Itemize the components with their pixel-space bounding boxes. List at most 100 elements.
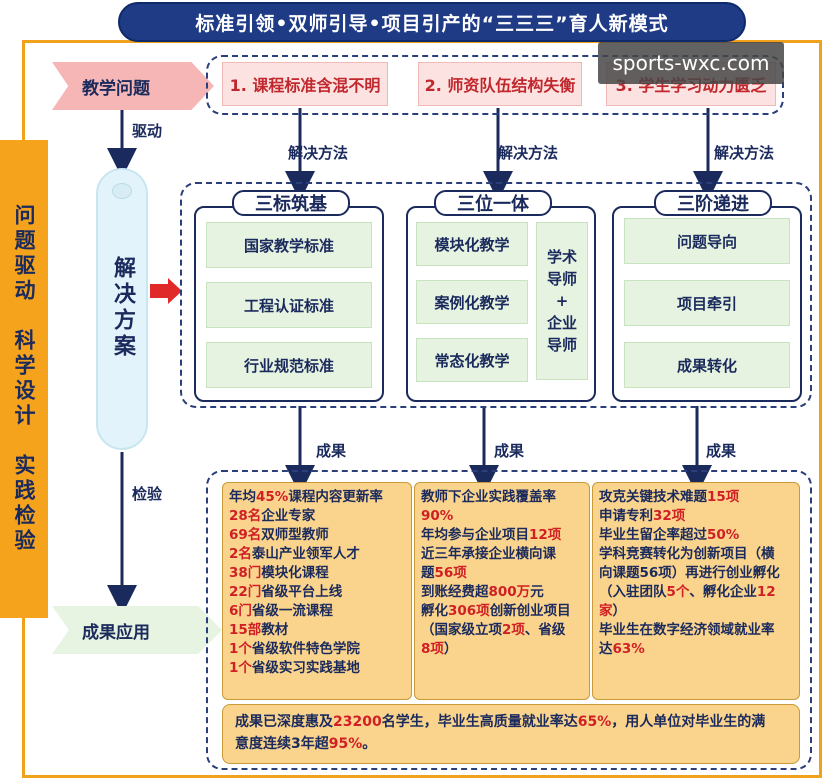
result-text: 15部 [229,622,262,638]
item-dual-mentor: 学术导师+企业导师 [536,222,588,380]
application-tag: 成果应用 [52,606,222,654]
panel-standards-title: 三标筑基 [232,190,350,216]
solutions-dashed-box [180,182,812,408]
result-text: 申请专利 [599,508,653,524]
result-line: 达63% [599,640,793,659]
result-text: 1个 [229,641,252,657]
result-text: 课程内容更新率 [288,489,383,505]
result-summary: 成果已深度惠及23200名学生，毕业生高质量就业率达65%，用人单位对毕业生的满… [222,704,800,764]
result-line: 38门模块化课程 [229,564,405,583]
item-problem-oriented: 问题导向 [624,218,790,264]
result-line: 毕业生留企率超过50% [599,526,793,545]
drive-label: 驱动 [132,122,163,140]
result-text: 年均 [229,489,256,505]
result-label-3: 成果 [706,442,737,460]
result-text: 22门 [229,584,262,600]
result-text: 企业专家 [261,508,316,524]
result-text: 2项 [502,622,525,638]
result-text: 2名 [229,546,252,562]
result-text: 省级实习实践基地 [251,660,360,676]
result-text: 向课题56项）再进行创业孵化 [599,565,780,581]
page-title: 标准引领•双师引导•项目引产的“三三三”育人新模式 [118,2,746,42]
result-line: 毕业生在数字经济领域就业率 [599,621,793,640]
result-label-2: 成果 [494,442,525,460]
problem-2: 2. 师资队伍结构失衡 [418,62,582,106]
application-tag-label: 成果应用 [82,622,150,643]
result-line: （入驻团队5个、孵化企业12 [599,583,793,602]
result-text: ，用人单位对毕业生的满 [611,714,766,730]
method-label-2: 解决方法 [498,144,559,162]
result-text: 8项 [421,641,444,657]
side-label-char [9,429,39,454]
item-project-driven: 项目牵引 [624,280,790,326]
result-text: 90% [421,508,454,524]
result-text: （国家级立项 [421,622,502,638]
result-text: 省级平台上线 [261,584,343,600]
side-label-char: 问 [12,204,36,229]
result-text: 孵化 [421,603,448,619]
panel-integration-title: 三位一体 [434,190,552,216]
side-label-char: 检 [12,504,36,529]
item-achievement-transfer: 成果转化 [624,342,790,388]
result-line: 向课题56项）再进行创业孵化 [599,564,793,583]
side-label-char: 题 [12,229,36,254]
result-line: 题56项 [421,564,583,583]
results-dashed-box [206,470,812,770]
side-label-char: 验 [12,529,36,554]
side-label-char: 践 [12,479,36,504]
result-line: 攻克关键技术难题15项 [599,488,793,507]
item-modular: 模块化教学 [416,222,528,266]
result-text: 双师型教师 [261,527,329,543]
result-line: 8项） [421,640,583,659]
result-line: 15部教材 [229,621,405,640]
result-text: （入驻团队 [599,584,667,600]
result-text: 32项 [653,508,686,524]
solution-label: 解决方案 [110,256,135,360]
result-text: 65% [577,714,612,730]
result-column-3: 攻克关键技术难题15项申请专利32项毕业生留企率超过50%学科竞赛转化为创新项目… [592,482,800,700]
problem-tag-label: 教学问题 [82,78,150,99]
result-text: 教材 [261,622,289,638]
result-text: 毕业生留企率超过 [599,527,707,543]
result-text: 学科竞赛转化为创新项目（横 [599,546,775,562]
result-line: 成果已深度惠及23200名学生，毕业生高质量就业率达65%，用人单位对毕业生的满 [235,711,787,733]
result-text: 意度连续3年超 [235,736,329,752]
result-text: 56项 [434,565,467,581]
problems-dashed-box [206,55,784,115]
result-text: 题 [421,565,435,581]
check-label: 检验 [132,485,163,503]
result-text: 元 [530,584,544,600]
result-text: 创新创业项目 [489,603,571,619]
result-line: 2名泰山产业领军人才 [229,545,405,564]
result-text: 1个 [229,660,252,676]
result-line: 22门省级平台上线 [229,583,405,602]
result-line: 28名企业专家 [229,507,405,526]
side-label-char: 驱 [12,254,36,279]
side-label-char: 学 [12,354,36,379]
result-text: 306项 [448,603,490,619]
result-text: 63% [612,641,645,657]
solution-pill [96,168,148,450]
result-text: 近三年承接企业横向课 [421,546,556,562]
result-line: （国家级立项2项、省级 [421,621,583,640]
result-text: 15项 [707,489,740,505]
dual-mentor-line: + [555,292,569,310]
method-label-1: 解决方法 [288,144,349,162]
result-text: 成果已深度惠及 [235,714,333,730]
result-text: 、孵化企业 [689,584,757,600]
result-text: 攻克关键技术难题 [599,489,707,505]
result-text: 800万 [488,584,531,600]
item-routine: 常态化教学 [416,338,528,382]
item-case: 案例化教学 [416,280,528,324]
result-text: 、省级 [524,622,566,638]
result-text: 泰山产业领军人才 [251,546,360,562]
result-line: 69名双师型教师 [229,526,405,545]
result-text: 6门 [229,603,252,619]
dual-mentor-line: 学术 [546,248,577,266]
pill-cap [112,183,132,199]
result-text: 名学生，毕业生高质量就业率达 [381,714,578,730]
result-line: 1个省级软件特色学院 [229,640,405,659]
result-text: 28名 [229,508,262,524]
result-text: 50% [707,527,740,543]
